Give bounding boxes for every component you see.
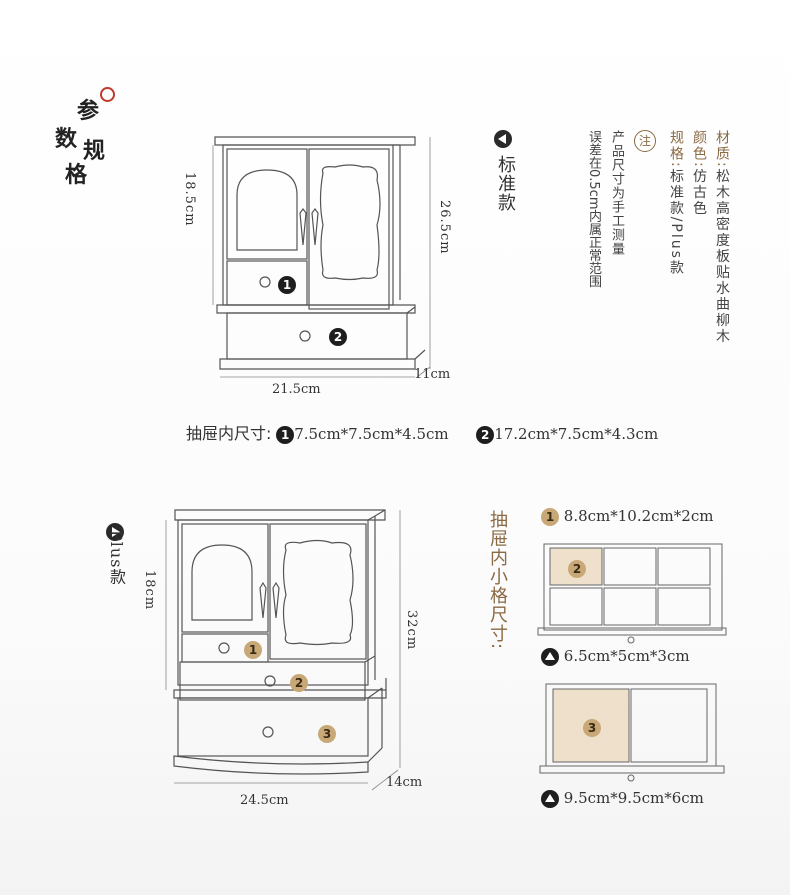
plus-width: 24.5cm <box>240 793 289 808</box>
plus-drawer-badge-1: 1 <box>244 641 262 659</box>
spec-color-value: 仿古色 <box>691 168 707 217</box>
drawer-size-2: 17.2cm*7.5cm*4.3cm <box>494 425 659 443</box>
logo-char-1: 参 <box>77 98 100 124</box>
spec-size: 规格:标准款/Plus款 <box>668 130 684 276</box>
triangle-icon <box>541 648 559 666</box>
logo-char-3: 规 <box>83 138 106 164</box>
drawer-size-1: 7.5cm*7.5cm*4.5cm <box>294 425 449 443</box>
plus-label: Plus款 <box>107 530 126 586</box>
standard-cabinet-drawing <box>212 136 431 378</box>
plus-drawer-badge-2: 2 <box>290 674 308 692</box>
logo: 参 数 规 格 <box>55 85 125 195</box>
compartment-cell-badge-3: 3 <box>583 719 601 737</box>
standard-height-left: 18.5cm <box>182 172 197 227</box>
plus-depth: 14cm <box>386 775 423 790</box>
standard-depth: 11cm <box>414 367 451 382</box>
spec-material: 材质:松木高密度板贴水曲柳木 <box>714 130 730 345</box>
logo-char-4: 格 <box>65 162 88 188</box>
spec-material-label: 材质 <box>714 130 730 162</box>
plus-cabinet-drawing <box>165 509 401 791</box>
drawer-sizes-title: 抽屉内尺寸: <box>186 424 272 443</box>
compartment-size-2-text: 6.5cm*5cm*3cm <box>563 647 690 665</box>
logo-seal-icon <box>100 87 115 102</box>
logo-char-2: 数 <box>55 126 78 152</box>
drawer-size-badge-1: 1 <box>276 426 295 444</box>
plus-drawer-badge-3: 3 <box>318 725 336 743</box>
left-arrow-icon <box>494 130 512 148</box>
note-line-2: 误差在0.5cm内属正常范围 <box>586 130 601 288</box>
plus-height-left: 18cm <box>142 570 157 611</box>
spec-size-value: 标准款/Plus款 <box>668 168 684 276</box>
spec-color-label: 颜色 <box>691 130 707 162</box>
spec-material-value: 松木高密度板贴水曲柳木 <box>714 168 730 345</box>
standard-drawer-badge-2: 2 <box>329 328 347 346</box>
note-icon: 注 <box>634 130 656 152</box>
spec-size-label: 规格 <box>668 130 684 162</box>
compartment-tray-large <box>539 683 725 782</box>
compartment-size-3: 9.5cm*9.5cm*6cm <box>541 789 704 808</box>
standard-drawer-badge-1: 1 <box>278 276 296 294</box>
compartment-size-3-text: 9.5cm*9.5cm*6cm <box>563 789 704 807</box>
drawer-size-badge-2: 2 <box>476 426 495 444</box>
plus-height-right: 32cm <box>404 610 419 651</box>
compartment-size-2: 6.5cm*5cm*3cm <box>541 647 690 666</box>
right-arrow-icon <box>106 523 124 541</box>
spec-color: 颜色:仿古色 <box>691 130 707 217</box>
compartment-cell-badge-2: 2 <box>568 560 586 578</box>
standard-width: 21.5cm <box>272 382 321 397</box>
compartment-size-1: 1 8.8cm*10.2cm*2cm <box>541 507 713 526</box>
standard-label: 标准款 <box>495 155 516 212</box>
standard-height-right: 26.5cm <box>437 200 452 255</box>
compartment-title: 抽屉内小格尺寸: <box>487 510 508 651</box>
compartment-size-1-text: 8.8cm*10.2cm*2cm <box>563 507 714 525</box>
triangle-icon <box>541 790 559 808</box>
compartment-badge-1: 1 <box>541 508 559 526</box>
note-line-1: 产品尺寸为手工测量 <box>609 130 624 256</box>
compartment-tray-small <box>537 543 727 644</box>
